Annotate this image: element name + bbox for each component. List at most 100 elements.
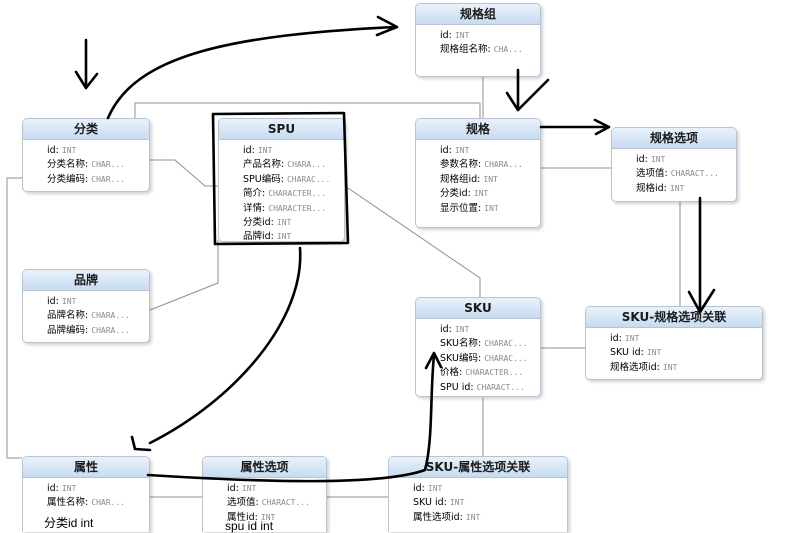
field-row: 分类id: INT — [440, 188, 489, 200]
entity-sku-attr-option[interactable]: SKU-属性选项关联 id: INT SKU id: INT 属性选项id: I… — [388, 456, 568, 532]
field-type: CHARA... — [91, 311, 130, 321]
field-name: id — [440, 145, 449, 156]
field-name: 属性id — [227, 511, 255, 523]
field-type: INT — [465, 512, 481, 522]
field-row: 选项值: CHARACT... — [636, 168, 719, 180]
field-name: 分类名称 — [47, 159, 86, 171]
field-name: 参数名称 — [440, 159, 479, 171]
field-row: 简介: CHARACTER... — [243, 188, 327, 200]
entity-spec[interactable]: 规格 id: INT 参数名称: CHARA... 规格组id: INT 分类i… — [415, 118, 541, 228]
field-row: 选项值: CHARACT... — [227, 497, 310, 509]
field-row: id: INT — [440, 324, 470, 335]
field-row: id: INT — [610, 333, 640, 344]
field-row: 规格选项id: INT — [610, 361, 678, 373]
field-type: CHARAC... — [484, 339, 528, 349]
field-row: id: INT — [413, 483, 443, 494]
field-name: id — [47, 296, 56, 307]
field-type: INT — [241, 484, 257, 493]
field-row: id: INT — [47, 145, 77, 156]
entity-title: SPU — [219, 119, 344, 140]
field-name: id — [440, 30, 449, 41]
field-type: INT — [276, 218, 292, 228]
field-type: CHARA... — [287, 160, 326, 170]
field-type: INT — [454, 146, 470, 155]
field-type: INT — [669, 183, 685, 193]
field-row: id: INT — [47, 483, 77, 494]
field-name: 选项值 — [636, 168, 665, 180]
field-type: CHARAC... — [286, 174, 331, 184]
field-row: 规格id: INT — [636, 182, 685, 194]
field-name: 详情 — [243, 202, 263, 214]
entity-title: SKU — [416, 298, 540, 319]
field-name: 品牌名称 — [47, 310, 86, 322]
field-type: INT — [61, 484, 77, 493]
field-row: 规格组名称: CHA... — [440, 44, 523, 56]
field-name: 规格组名称 — [440, 44, 488, 56]
field-type: INT — [454, 325, 470, 334]
field-name: 分类id — [440, 188, 468, 200]
field-name: 品牌编码 — [47, 324, 86, 336]
field-type: INT — [257, 146, 273, 155]
field-row: SPU编码: CHARAC... — [243, 173, 331, 185]
field-row: SKU id: INT — [610, 347, 662, 359]
entity-title: 品牌 — [23, 270, 149, 291]
entity-title: 属性选项 — [203, 457, 326, 478]
handwritten-note-category-id: 分类id int — [44, 516, 94, 530]
handwritten-note-spu-id: spu id int — [225, 519, 274, 533]
field-name: 规格选项id — [610, 361, 657, 373]
field-name: id — [636, 154, 645, 165]
entity-spec-option[interactable]: 规格选项 id: INT 选项值: CHARACT... 规格id: INT — [611, 127, 737, 202]
field-name: id — [227, 483, 236, 494]
field-name: 简介 — [243, 188, 263, 200]
field-type: INT — [624, 334, 640, 343]
field-type: INT — [427, 484, 443, 493]
entity-spu[interactable]: SPU id: INT 产品名称: CHARA... SPU编码: CHARAC… — [218, 118, 345, 242]
field-type: INT — [650, 155, 666, 164]
field-row: id: INT — [440, 30, 470, 41]
field-row: 属性id: INT — [227, 511, 276, 523]
entity-attribute[interactable]: 属性 id: INT 属性名称: CHAR... — [22, 456, 150, 532]
field-name: 规格组id — [440, 173, 478, 185]
field-name: id — [440, 324, 449, 335]
entity-brand[interactable]: 品牌 id: INT 品牌名称: CHARA... 品牌编码: CHARA... — [22, 269, 150, 343]
field-type: CHAR... — [91, 160, 125, 170]
field-name: id — [610, 333, 619, 344]
entity-title: 分类 — [23, 119, 149, 140]
field-row: 参数名称: CHARA... — [440, 159, 523, 171]
field-name: SKU编码 — [440, 352, 478, 364]
entity-spec-group[interactable]: 规格组 id: INT 规格组名称: CHA... — [415, 3, 541, 77]
field-type: INT — [449, 498, 465, 508]
entity-category[interactable]: 分类 id: INT 分类名称: CHAR... 分类编码: CHAR... — [22, 118, 150, 192]
field-type: INT — [276, 232, 292, 242]
field-type: INT — [646, 348, 662, 358]
field-name: id — [47, 483, 56, 494]
link-category-attribute — [6, 177, 22, 459]
field-row: 分类编码: CHAR... — [47, 173, 125, 185]
field-name: 选项值 — [227, 497, 256, 509]
link-brand-spu — [149, 240, 219, 311]
entity-sku[interactable]: SKU id: INT SKU名称: CHARAC... SKU编码: CHAR… — [415, 297, 541, 397]
field-type: INT — [61, 297, 77, 306]
field-row: 详情: CHARACTER... — [243, 202, 327, 214]
entity-sku-spec-option[interactable]: SKU-规格选项关联 id: INT SKU id: INT 规格选项id: I… — [585, 306, 763, 380]
entity-title: 规格 — [416, 119, 540, 140]
link-spu-sku — [344, 185, 481, 297]
field-name: SKU id — [413, 497, 444, 509]
entity-title: 规格组 — [416, 4, 540, 25]
field-type: CHARACT... — [476, 382, 525, 392]
link-category-spu — [150, 159, 218, 187]
field-type: CHAR... — [91, 498, 125, 508]
field-row: SKU编码: CHARAC... — [440, 352, 528, 364]
field-name: 产品名称 — [243, 159, 282, 171]
entity-title: 规格选项 — [612, 128, 736, 149]
field-type: INT — [483, 174, 498, 184]
field-type: CHARA... — [484, 160, 523, 170]
field-name: 分类id — [243, 217, 271, 229]
field-row: 分类名称: CHAR... — [47, 159, 125, 171]
field-name: 分类编码 — [47, 173, 86, 185]
field-row: SKU id: INT — [413, 497, 465, 509]
field-row: id: INT — [636, 154, 666, 165]
field-type: CHARACTER... — [268, 203, 327, 213]
field-row: 规格组id: INT — [440, 173, 498, 185]
